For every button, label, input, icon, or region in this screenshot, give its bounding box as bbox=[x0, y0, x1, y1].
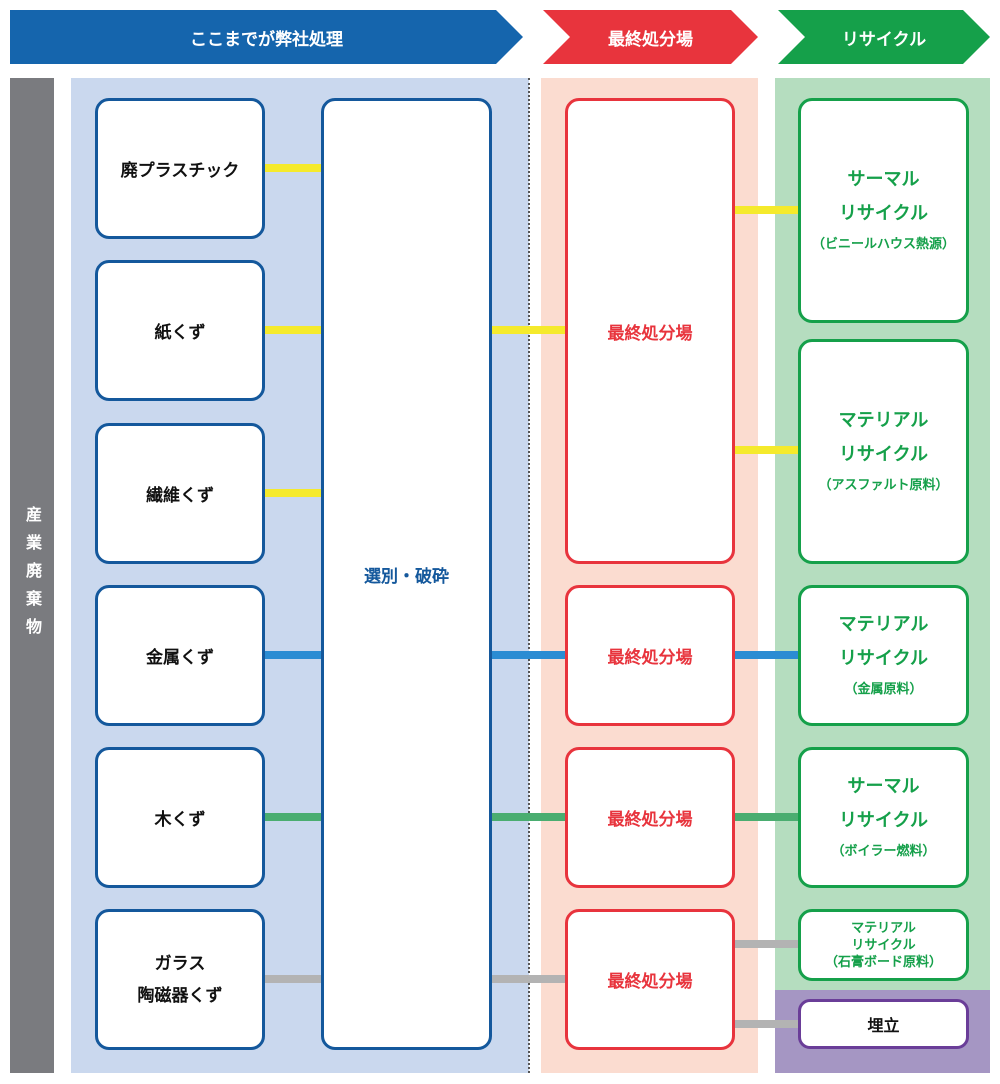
waste-label: 紙くず bbox=[154, 323, 206, 343]
recycle-detail: （金属原料） bbox=[844, 681, 923, 697]
connector-line bbox=[264, 651, 322, 659]
waste-paper-box: 紙くず bbox=[95, 260, 265, 401]
recycle-line2: リサイクル bbox=[838, 443, 929, 465]
header-in-house-label: ここまでが弊社処理 bbox=[190, 29, 343, 50]
material-recycle-asphalt-box: マテリアル リサイクル （アスファルト原料） bbox=[798, 339, 969, 564]
connector-line bbox=[734, 1020, 800, 1028]
waste-label: ガラス bbox=[154, 953, 206, 974]
side-category-bar: 産業廃棄物 bbox=[10, 78, 54, 1073]
connector-line bbox=[491, 975, 567, 983]
recycle-line2: リサイクル bbox=[838, 202, 929, 224]
waste-label: 廃プラスチック bbox=[120, 161, 240, 181]
recycle-line1: サーマル bbox=[847, 168, 920, 190]
material-recycle-metal-box: マテリアル リサイクル （金属原料） bbox=[798, 585, 969, 726]
final-disposal-label: 最終処分場 bbox=[607, 323, 693, 344]
divider-dotted-line bbox=[528, 78, 530, 1073]
waste-label: 繊維くず bbox=[146, 486, 214, 506]
recycle-line2: リサイクル bbox=[838, 809, 929, 831]
connector-line bbox=[734, 206, 800, 214]
waste-metal-box: 金属くず bbox=[95, 585, 265, 726]
waste-label: 木くず bbox=[154, 810, 206, 830]
connector-line bbox=[264, 164, 322, 172]
connector-line bbox=[734, 651, 800, 659]
final-disposal-box: 最終処分場 bbox=[565, 585, 735, 726]
recycle-line1: サーマル bbox=[847, 775, 920, 797]
material-recycle-gypsum-box: マテリアル リサイクル （石膏ボード原料） bbox=[798, 909, 969, 981]
recycle-line1: マテリアル bbox=[838, 613, 929, 635]
recycle-line2: リサイクル bbox=[838, 647, 929, 669]
recycle-line1: マテリアル bbox=[851, 920, 916, 936]
recycle-line1: マテリアル bbox=[838, 409, 929, 431]
recycle-detail: （石膏ボード原料） bbox=[824, 954, 942, 970]
header-recycle-label: リサイクル bbox=[841, 29, 927, 50]
waste-plastic-box: 廃プラスチック bbox=[95, 98, 265, 239]
connector-line bbox=[264, 489, 322, 497]
final-disposal-box: 最終処分場 bbox=[565, 909, 735, 1050]
recycle-detail: （ビニールハウス熱源） bbox=[811, 236, 955, 252]
landfill-burial-label: 埋立 bbox=[867, 1016, 900, 1035]
thermal-recycle-greenhouse-box: サーマル リサイクル （ビニールハウス熱源） bbox=[798, 98, 969, 323]
recycle-line2: リサイクル bbox=[851, 937, 916, 953]
connector-line bbox=[264, 326, 322, 334]
recycle-detail: （ボイラー燃料） bbox=[831, 843, 936, 859]
connector-line bbox=[491, 813, 567, 821]
final-disposal-label: 最終処分場 bbox=[607, 648, 693, 668]
header-landfill-label: 最終処分場 bbox=[608, 29, 693, 50]
connector-line bbox=[491, 651, 567, 659]
waste-label: 陶磁器くず bbox=[137, 985, 223, 1006]
recycle-detail: （アスファルト原料） bbox=[818, 477, 949, 493]
landfill-burial-box: 埋立 bbox=[798, 999, 969, 1049]
thermal-recycle-boiler-box: サーマル リサイクル （ボイラー燃料） bbox=[798, 747, 969, 888]
waste-label: 金属くず bbox=[146, 648, 214, 668]
waste-textile-box: 繊維くず bbox=[95, 423, 265, 564]
waste-wood-box: 木くず bbox=[95, 747, 265, 888]
final-disposal-label: 最終処分場 bbox=[607, 972, 693, 992]
process-label: 選別・破砕 bbox=[364, 566, 449, 587]
connector-line bbox=[734, 813, 800, 821]
connector-line bbox=[734, 446, 800, 454]
sorting-crushing-box: 選別・破砕 bbox=[321, 98, 492, 1050]
connector-line bbox=[491, 326, 567, 334]
final-disposal-box: 最終処分場 bbox=[565, 747, 735, 888]
final-disposal-label: 最終処分場 bbox=[607, 810, 693, 830]
header-in-house-arrow: ここまでが弊社処理 bbox=[10, 10, 523, 64]
connector-line bbox=[264, 813, 322, 821]
header-landfill-arrow: 最終処分場 bbox=[543, 10, 758, 64]
header-recycle-arrow: リサイクル bbox=[778, 10, 990, 64]
side-category-label: 産業廃棄物 bbox=[23, 505, 42, 646]
connector-line bbox=[734, 940, 800, 948]
waste-glass-ceramic-box: ガラス 陶磁器くず bbox=[95, 909, 265, 1050]
connector-line bbox=[264, 975, 322, 983]
final-disposal-box: 最終処分場 bbox=[565, 98, 735, 564]
